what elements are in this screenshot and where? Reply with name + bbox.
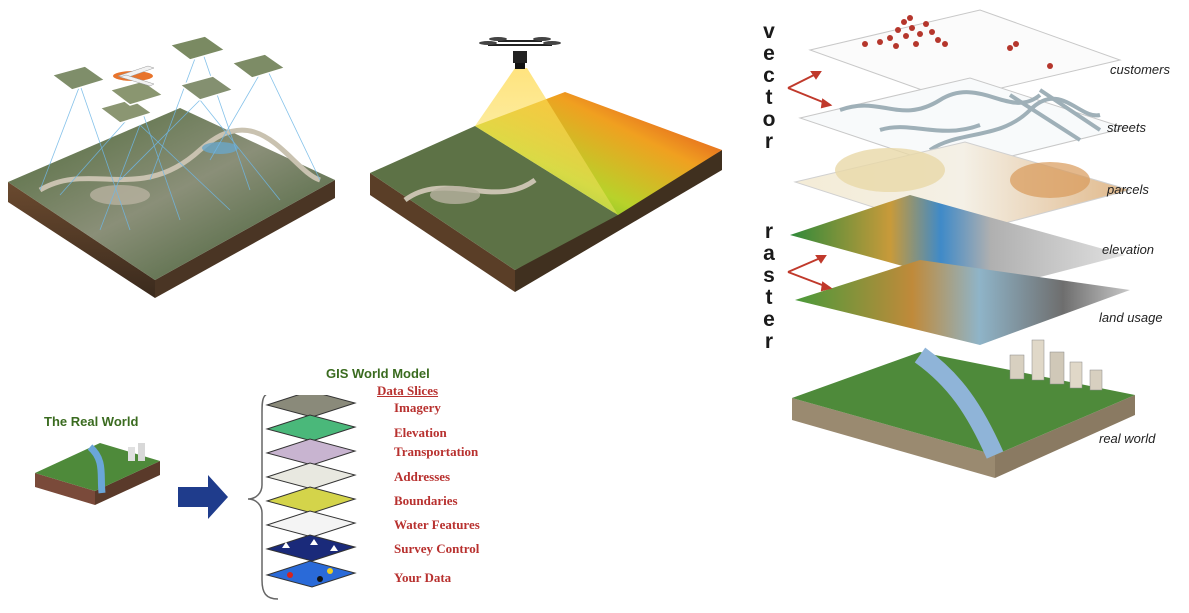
- bracket: [247, 395, 279, 600]
- customer-points: [862, 15, 1053, 69]
- fixed-wing-drone: [113, 65, 155, 87]
- raster-letter: a: [763, 242, 775, 265]
- layer-label-streets: streets: [1107, 120, 1147, 135]
- real-world-title: The Real World: [44, 414, 139, 429]
- data-slices-heading: Data Slices: [377, 383, 439, 398]
- gis-layer-stack: [787, 9, 1135, 478]
- slice-label-boundaries: Boundaries: [394, 493, 458, 508]
- flow-arrow: [178, 475, 228, 519]
- raster-letter: r: [764, 220, 774, 243]
- layer-label-customers: customers: [1110, 62, 1170, 77]
- raster-letter: e: [763, 308, 775, 331]
- gis-world-model-diagram: [35, 395, 357, 600]
- multirotor-drone: [479, 37, 561, 69]
- vector-arrows: [787, 71, 833, 109]
- vector-letter: e: [763, 42, 775, 65]
- slice-label-elevation: Elevation: [394, 425, 447, 440]
- lidar-scan-illustration: [370, 37, 722, 292]
- vector-letter: o: [762, 108, 776, 131]
- vector-letter: t: [765, 86, 773, 109]
- raster-arrows: [787, 255, 833, 292]
- slice-label-addresses: Addresses: [394, 469, 451, 484]
- vector-letter: r: [764, 130, 774, 153]
- raster-letter: t: [765, 286, 773, 309]
- land-usage-layer: [795, 260, 1130, 345]
- raster-letter: r: [764, 330, 774, 353]
- slice-label-transportation: Transportation: [394, 444, 479, 459]
- layer-label-parcels: parcels: [1107, 182, 1149, 197]
- terrain-top: [8, 108, 335, 280]
- real-world-block-small: [35, 443, 160, 505]
- photogrammetry-illustration: [8, 35, 335, 298]
- raster-letter: s: [763, 264, 775, 287]
- gis-model-title: GIS World Model: [326, 366, 430, 381]
- scan-beam: [475, 68, 618, 215]
- vector-letter: c: [763, 64, 775, 87]
- layer-label-land-usage: land usage: [1099, 310, 1163, 325]
- vector-letter: v: [763, 20, 775, 43]
- slice-label-water-features: Water Features: [394, 517, 480, 532]
- slice-label-your-data: Your Data: [394, 570, 452, 585]
- layer-label-elevation: elevation: [1102, 242, 1155, 257]
- layer-label-real-world: real world: [1099, 431, 1156, 446]
- elevation-layer: [790, 195, 1125, 290]
- slice-label-imagery: Imagery: [394, 400, 441, 415]
- data-slices: [265, 395, 357, 588]
- real-world-block: [792, 339, 1135, 478]
- slice-label-survey-control: Survey Control: [394, 541, 480, 556]
